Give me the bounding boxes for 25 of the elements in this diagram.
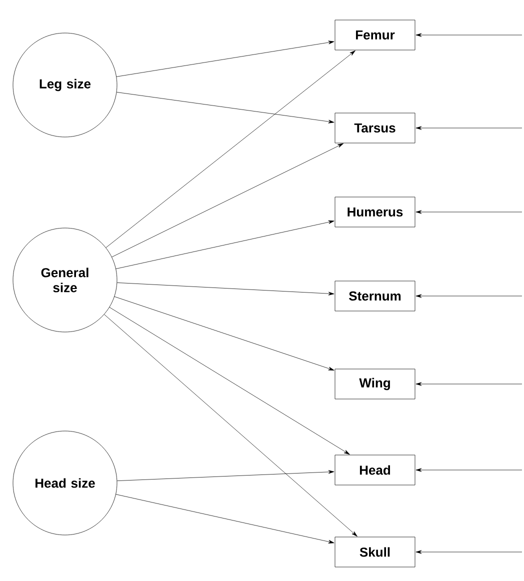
arrow: [116, 92, 334, 124]
variable-box: Humerus: [334, 196, 416, 228]
arrow: [116, 494, 334, 544]
arrow: [116, 282, 334, 296]
variable-box: Tarsus: [334, 112, 416, 144]
variable-box: Femur: [334, 20, 416, 50]
variable-box: Wing: [334, 368, 416, 400]
arrow: [416, 382, 522, 386]
arrow: [416, 294, 522, 298]
arrow: [114, 296, 334, 370]
arrow: [416, 210, 522, 214]
arrow: [416, 550, 522, 554]
arrow: [104, 314, 358, 537]
arrow: [116, 40, 334, 77]
arrow: [116, 470, 334, 482]
arrow: [116, 220, 334, 270]
arrow: [112, 143, 344, 258]
arrow: [416, 468, 522, 472]
arrow: [416, 33, 522, 37]
variable-box: Head: [334, 454, 416, 486]
arrow: [106, 50, 356, 248]
arrow: [416, 126, 522, 130]
variable-box: Sternum: [334, 280, 416, 312]
arrow: [109, 307, 350, 455]
variable-box: Skull: [334, 536, 416, 568]
